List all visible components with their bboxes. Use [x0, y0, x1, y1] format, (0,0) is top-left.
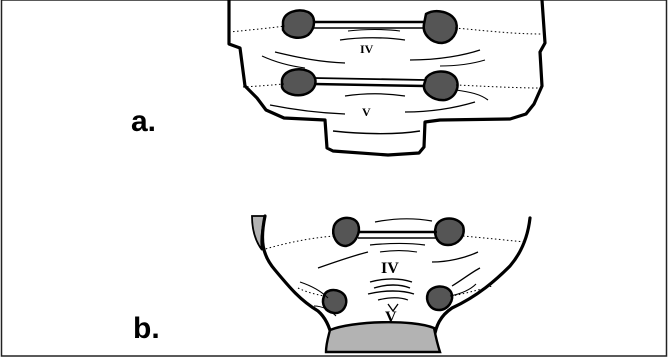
panel-b-curve-left	[318, 252, 368, 268]
panel-b-curve-mid2	[380, 251, 417, 253]
panel-b-wave-3	[368, 291, 414, 294]
panel-a-curve-iv-left2	[262, 56, 305, 68]
panel-a-label: a.	[131, 105, 156, 138]
panel-b-label-iv: IV	[381, 260, 399, 277]
panel-b-curve-mid1	[370, 244, 425, 246]
panel-a-curve-v-right	[405, 102, 475, 112]
panel-a-dotted-upper-right	[455, 28, 542, 34]
panel-a-nodule-lower-right	[424, 71, 458, 100]
panel-a-curve-iv-top	[340, 38, 405, 40]
panel-b-curve-right2	[452, 268, 480, 286]
panel-a-label-v: V	[362, 105, 371, 119]
panel-b-curve-right	[432, 252, 478, 262]
panel-a-curve-iv-left	[275, 52, 345, 63]
panel-b-label: b.	[133, 312, 160, 345]
panel-b-nodule-upper-left	[333, 218, 359, 246]
panel-b-nodule-lower-right	[427, 286, 452, 310]
panel-b-curve-top	[375, 219, 432, 222]
panel-a-curve-iv-right	[410, 50, 480, 60]
panel-a: IV V a.	[131, 0, 545, 155]
panel-b-dotted-upper-left	[262, 236, 334, 250]
panel-a-curve-iv-top2	[348, 30, 400, 32]
panel-a-dotted-upper-left	[229, 26, 285, 32]
panel-a-dotted-lower-right	[456, 85, 540, 88]
panel-b-nodule-lower-left	[323, 290, 346, 313]
panel-b-wave-1	[370, 279, 412, 282]
panel-a-nodule-upper-right	[424, 11, 457, 43]
panel-b-wave-4	[378, 298, 408, 300]
panel-a-curve-v-left	[270, 105, 345, 114]
panel-a-bar-lower-1	[314, 78, 425, 80]
panel-a-nodule-upper-left	[283, 10, 314, 37]
panel-b-dotted-upper-right	[463, 236, 525, 242]
panel-a-curve-v-right2	[456, 90, 488, 100]
panel-a-dotted-lower-left	[243, 84, 284, 87]
panel-b-wave-2	[374, 285, 410, 288]
panel-b-label-v: V	[385, 309, 397, 326]
panel-b-nodule-upper-right	[435, 219, 464, 246]
panel-a-base-line	[333, 131, 420, 134]
panel-a-bar-lower-2	[314, 84, 425, 86]
panel-a-curve-iv-right2	[440, 60, 485, 66]
panel-a-curve-v-top	[345, 94, 405, 96]
panel-a-label-iv: IV	[360, 42, 374, 56]
panel-b-shaded-base	[326, 322, 440, 352]
panel-a-nodule-lower-left	[282, 69, 316, 95]
panel-b: IV V b.	[133, 216, 530, 352]
